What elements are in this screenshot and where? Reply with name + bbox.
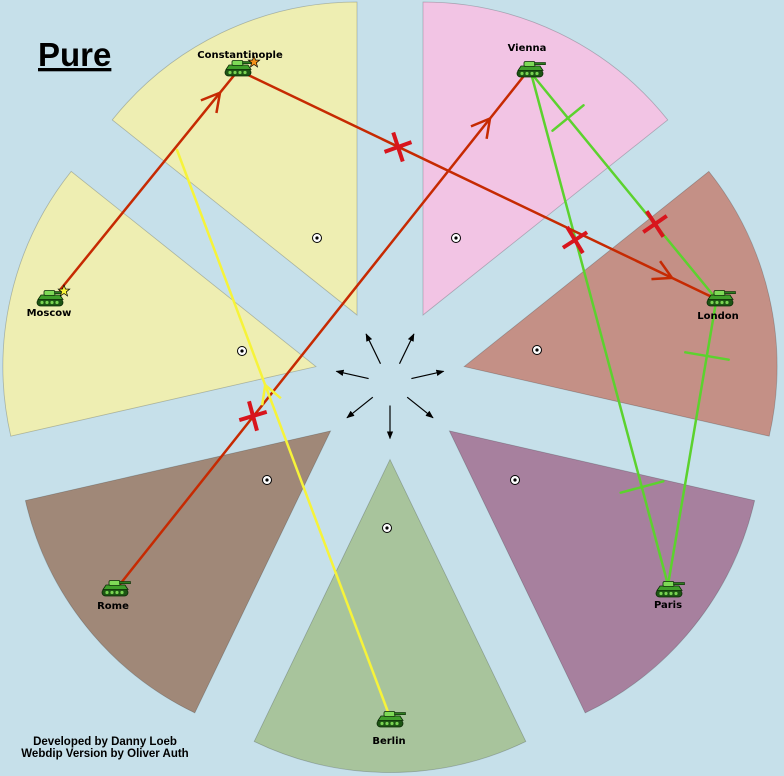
territory-label-rome: Rome bbox=[97, 601, 129, 612]
support-hold-tick bbox=[684, 351, 730, 361]
credits-webdip: Webdip Version by Oliver Auth bbox=[21, 748, 188, 760]
territory-label-berlin: Berlin bbox=[372, 736, 405, 747]
move-orders bbox=[58, 70, 716, 590]
move-order-line bbox=[240, 70, 716, 300]
credits-developer: Developed by Danny Loeb bbox=[33, 736, 177, 748]
direction-arrow-icon bbox=[398, 333, 415, 364]
direction-arrow-icon bbox=[411, 369, 445, 380]
supply-center-icon bbox=[451, 233, 461, 243]
supply-center-icon bbox=[237, 346, 247, 356]
support-hold-tick bbox=[551, 104, 585, 132]
territory-rome[interactable] bbox=[24, 430, 332, 714]
territory-label-moscow: Moscow bbox=[27, 308, 72, 319]
direction-arrow-icon bbox=[335, 369, 369, 380]
territory-label-paris: Paris bbox=[654, 600, 682, 611]
supply-center-icon bbox=[510, 475, 520, 485]
direction-arrow-icon bbox=[365, 333, 382, 364]
territory-paris[interactable] bbox=[448, 430, 756, 714]
supply-center-icon bbox=[532, 345, 542, 355]
territory-london[interactable] bbox=[463, 170, 778, 437]
territory-constantinople[interactable] bbox=[111, 1, 358, 316]
supply-center-icon bbox=[262, 475, 272, 485]
support-move-line bbox=[175, 148, 390, 714]
supply-center-icon bbox=[382, 523, 392, 533]
territory-label-constantinople: Constantinople bbox=[197, 50, 283, 61]
support-hold-line bbox=[666, 300, 718, 587]
territory-label-london: London bbox=[697, 311, 739, 322]
support-hold-line bbox=[529, 71, 715, 297]
move-order-line bbox=[58, 71, 238, 292]
territory-moscow[interactable] bbox=[2, 170, 317, 437]
direction-arrow-icon bbox=[406, 396, 434, 419]
supply-center-icon bbox=[312, 233, 322, 243]
territory-vienna[interactable] bbox=[422, 1, 669, 316]
move-order-line bbox=[115, 70, 529, 590]
territory-label-vienna: Vienna bbox=[508, 43, 547, 54]
support-hold-tick bbox=[619, 480, 665, 494]
map-title: Pure bbox=[38, 36, 111, 73]
direction-arrow-icon bbox=[346, 396, 374, 419]
support-hold-orders bbox=[529, 71, 730, 587]
direction-arrows bbox=[335, 333, 445, 440]
territory-berlin[interactable] bbox=[253, 458, 527, 773]
support-hold-line bbox=[529, 71, 670, 587]
